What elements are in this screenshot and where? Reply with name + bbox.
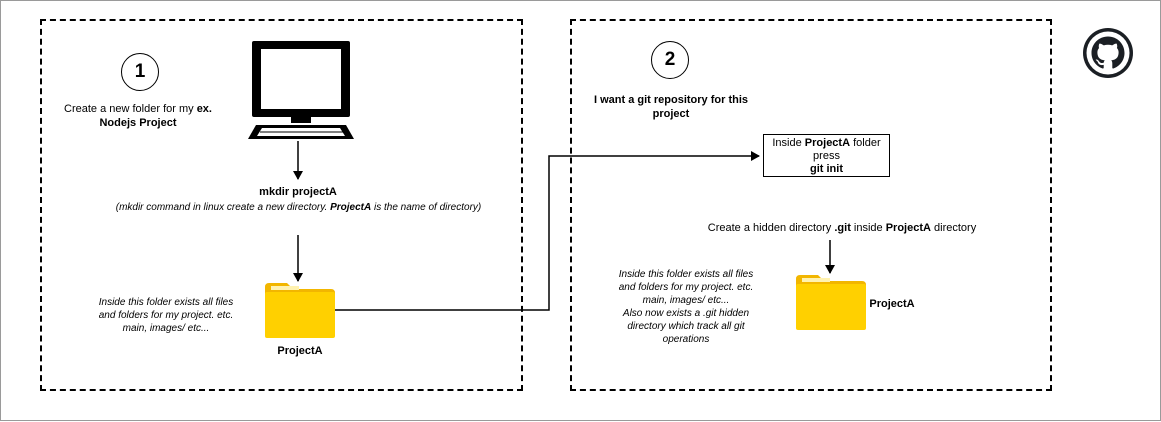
step2-number: 2 bbox=[664, 49, 676, 70]
step2-note-line: directory which track all git bbox=[627, 321, 745, 332]
step1-number-circle: 1 bbox=[121, 53, 159, 91]
step1-command-note: (mkdir command in linux create a new dir… bbox=[111, 201, 486, 214]
step1-note-line: and folders for my project. etc. bbox=[98, 310, 234, 321]
step2-note-line: and folders for my project. etc. bbox=[618, 282, 754, 293]
git-init-command: git init bbox=[810, 163, 843, 175]
box-text: Inside bbox=[772, 137, 805, 149]
box-text-bold: ProjectA bbox=[804, 137, 851, 149]
result-git-dir: .git bbox=[834, 222, 851, 234]
step1-folder-label: ProjectA bbox=[277, 345, 323, 357]
result-part: Create a hidden directory bbox=[707, 222, 835, 234]
step2-folder-note: Inside this folder exists all files and … bbox=[601, 268, 771, 346]
box-text: folder bbox=[850, 137, 881, 149]
step1-title-bold: ex. Nodejs Project bbox=[99, 103, 212, 129]
step2-note-line: Also now exists a .git hidden bbox=[622, 308, 750, 319]
folder-icon bbox=[796, 275, 866, 330]
step2-folder-label: ProjectA bbox=[869, 298, 915, 310]
git-init-box-line1: Inside ProjectA folder bbox=[764, 137, 889, 150]
git-init-box-line2: press bbox=[813, 150, 840, 162]
computer-monitor-icon bbox=[248, 41, 354, 139]
result-part: inside bbox=[850, 222, 886, 234]
step2-note-line: operations bbox=[662, 334, 710, 345]
step1-number: 1 bbox=[134, 61, 146, 82]
step2-number-circle: 2 bbox=[651, 41, 689, 79]
step2-note-line: Inside this folder exists all files bbox=[618, 269, 754, 280]
arrow-folder-to-git-init bbox=[335, 151, 760, 311]
step2-result: Create a hidden directory .git inside Pr… bbox=[661, 221, 1023, 235]
step2-title-line: project bbox=[652, 108, 690, 120]
git-init-box: Inside ProjectA folder press git init bbox=[763, 134, 890, 177]
step1-panel bbox=[40, 19, 523, 391]
result-project: ProjectA bbox=[885, 222, 931, 234]
folder-icon bbox=[265, 283, 335, 338]
step2-note-line: main, images/ etc... bbox=[642, 295, 730, 306]
result-part: directory bbox=[930, 222, 977, 234]
step1-title-plain: Create a new folder for my bbox=[64, 103, 197, 115]
step1-note-part-a: (mkdir command in linux create a new dir… bbox=[115, 202, 331, 213]
step2-title-line: I want a git repository for this bbox=[593, 94, 749, 106]
step1-note-line: main, images/ etc... bbox=[122, 323, 210, 334]
step1-folder-note: Inside this folder exists all files and … bbox=[81, 296, 251, 335]
step1-note-bold: ProjectA bbox=[330, 202, 372, 213]
step1-title: Create a new folder for my ex. Nodejs Pr… bbox=[53, 102, 223, 130]
step1-command: mkdir projectA bbox=[259, 186, 337, 198]
step2-panel bbox=[570, 19, 1052, 391]
step2-title: I want a git repository for this project bbox=[571, 93, 771, 121]
step1-note-part-b: is the name of directory) bbox=[371, 202, 482, 213]
github-logo-icon bbox=[1083, 28, 1133, 78]
step1-note-line: Inside this folder exists all files bbox=[98, 297, 234, 308]
